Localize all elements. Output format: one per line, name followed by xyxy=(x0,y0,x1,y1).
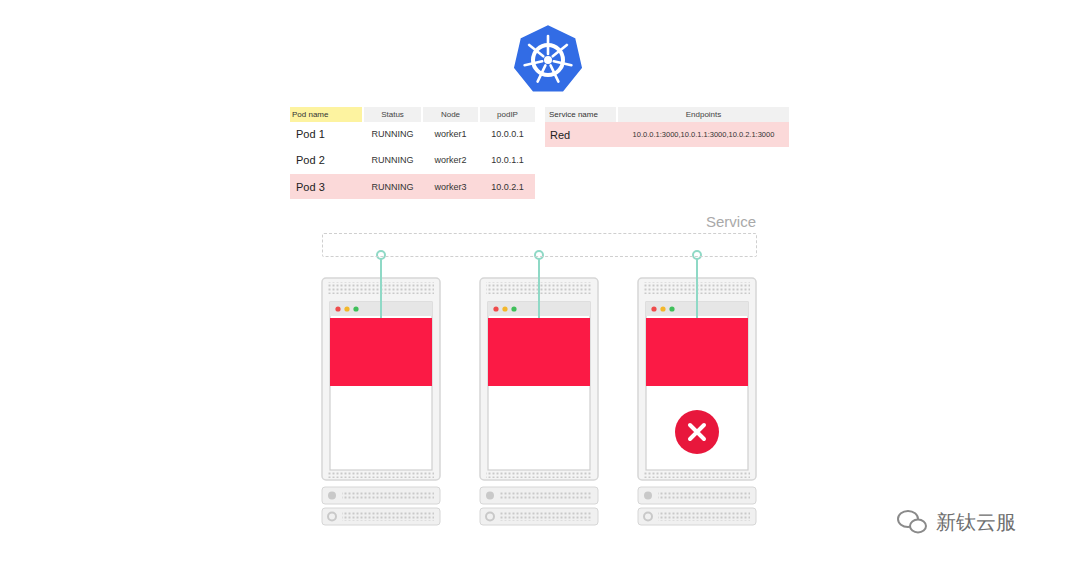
app-window xyxy=(488,302,590,470)
table-cell: Service name xyxy=(549,107,616,122)
servers xyxy=(322,251,756,525)
table-cell: RUNNING xyxy=(364,122,421,146)
table-cell: 10.0.1.1 xyxy=(480,148,535,172)
table-cell: RUNNING xyxy=(364,174,421,199)
service-link xyxy=(380,259,382,318)
server-unit xyxy=(480,508,598,525)
server-grill xyxy=(644,472,750,478)
server-unit xyxy=(322,487,440,504)
red-app xyxy=(646,318,748,386)
kubernetes-logo xyxy=(513,24,583,92)
server-grill xyxy=(658,491,750,500)
window-dot xyxy=(669,306,674,311)
server-unit xyxy=(638,508,756,525)
server-grill xyxy=(486,472,592,478)
window-dot xyxy=(651,306,656,311)
service-label: Service xyxy=(706,213,756,230)
service-port xyxy=(693,251,701,259)
table-cell: Red xyxy=(550,122,610,147)
table-cell: 10.0.0.1 xyxy=(480,122,535,146)
service-port xyxy=(535,251,543,259)
table-cell: 10.0.2.1 xyxy=(480,174,535,199)
table-cell: Pod 2 xyxy=(296,148,362,172)
server-grill xyxy=(658,512,750,521)
table-cell: Status xyxy=(364,107,421,122)
server-grill xyxy=(342,491,434,500)
docker-icon xyxy=(644,492,652,500)
server-grill xyxy=(342,512,434,521)
red-app xyxy=(488,318,590,386)
table-cell: Pod 3 xyxy=(296,174,362,199)
window-dot xyxy=(344,306,349,311)
service-port xyxy=(377,251,385,259)
service-band: Service xyxy=(322,233,757,257)
highlight-row xyxy=(290,174,535,199)
table-cell: Pod 1 xyxy=(296,122,362,146)
wechat-icon xyxy=(898,511,926,533)
server-grill xyxy=(500,512,592,521)
header-cell xyxy=(423,107,478,122)
service-link xyxy=(696,259,698,318)
header-cell xyxy=(545,107,616,122)
service-link xyxy=(538,259,540,318)
header-cell xyxy=(480,107,535,122)
window-dot xyxy=(511,306,516,311)
table-cell: worker2 xyxy=(423,148,478,172)
server-grill xyxy=(500,491,592,500)
table-cell: worker3 xyxy=(423,174,478,199)
highlight-row xyxy=(545,122,789,147)
app-window xyxy=(330,302,432,470)
docker-icon xyxy=(486,492,494,500)
os-icon xyxy=(328,513,336,521)
server-unit xyxy=(480,487,598,504)
window-dot xyxy=(502,306,507,311)
failure-mark xyxy=(675,410,719,454)
table-cell: podIP xyxy=(480,107,535,122)
header-cell xyxy=(618,107,789,122)
window-dot xyxy=(493,306,498,311)
os-icon xyxy=(486,513,494,521)
table-cell: worker1 xyxy=(423,122,478,146)
table-cell: Pod name xyxy=(292,107,362,122)
window-dot xyxy=(335,306,340,311)
red-app xyxy=(330,318,432,386)
header-cell xyxy=(364,107,421,122)
failure-cross xyxy=(690,425,704,439)
table-cell: Node xyxy=(423,107,478,122)
os-icon xyxy=(644,513,652,521)
server-unit xyxy=(638,487,756,504)
window-dot xyxy=(353,306,358,311)
table-cell: Endpoints xyxy=(618,107,789,122)
docker-icon xyxy=(328,492,336,500)
app-window xyxy=(646,302,748,470)
server-grill xyxy=(328,472,434,478)
table-cell: RUNNING xyxy=(364,148,421,172)
watermark: 新钛云服 xyxy=(936,506,1056,538)
table-cell: 10.0.0.1:3000,10.0.1.1:3000,10.0.2.1:300… xyxy=(618,122,789,147)
server-unit xyxy=(322,508,440,525)
window-dot xyxy=(660,306,665,311)
header-cell xyxy=(290,107,362,122)
